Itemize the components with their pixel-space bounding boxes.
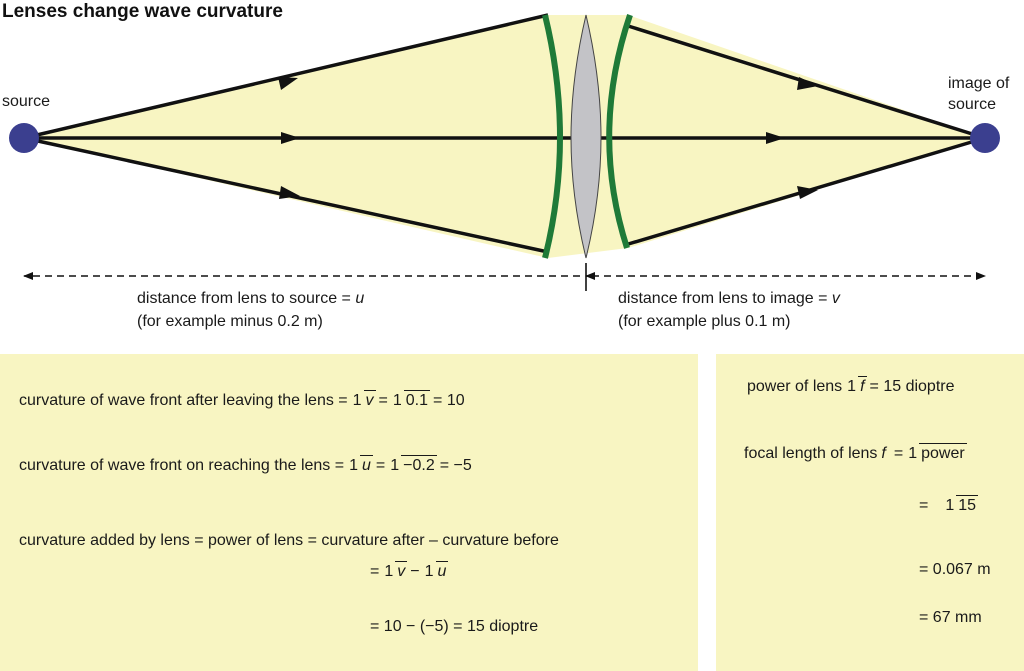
source-label: source: [2, 93, 50, 110]
arrow-axis-right: [766, 132, 785, 144]
ray-upper-in: [23, 13, 549, 140]
wavefront-incoming: [542, 14, 563, 259]
arrow-lower-in: [279, 186, 300, 199]
image-label-line2: source: [948, 96, 996, 113]
distance-source-example: (for example minus 0.2 m): [137, 313, 323, 330]
outgoing-beam: [628, 15, 985, 248]
equation-curvature-added: curvature added by lens = power of lens …: [19, 532, 559, 549]
distance-image-example: (for example plus 0.1 m): [618, 313, 791, 330]
image-point: [970, 123, 1000, 153]
curvature-calculation-panel: curvature of wave front after leaving th…: [0, 354, 698, 671]
equation-focal-metres: = 0.067 m: [919, 561, 991, 578]
distance-source-label: distance from lens to source = u: [137, 290, 364, 307]
arrow-upper-out: [797, 77, 818, 90]
fraction-one-over-minus-0-2: 1−0.2: [390, 455, 437, 474]
arrow-upper-in: [278, 77, 298, 90]
equation-curvature-before: curvature of wave front on reaching the …: [19, 455, 472, 477]
equation-power-result: = 10 − (−5) = 15 dioptre: [370, 618, 539, 635]
arrow-lower-out: [797, 186, 818, 199]
wavefront-outgoing: [606, 14, 633, 249]
image-label-line1: image of: [948, 75, 1010, 92]
equation-curvature-after: curvature of wave front after leaving th…: [19, 390, 465, 412]
arrow-axis-left: [281, 132, 300, 144]
source-point: [9, 123, 39, 153]
lens: [570, 14, 602, 259]
equation-focal-millimetres: = 67 mm: [919, 609, 982, 626]
distance-image-label: distance from lens to image = v: [618, 290, 841, 307]
diagram-title: Lenses change wave curvature: [2, 1, 283, 22]
